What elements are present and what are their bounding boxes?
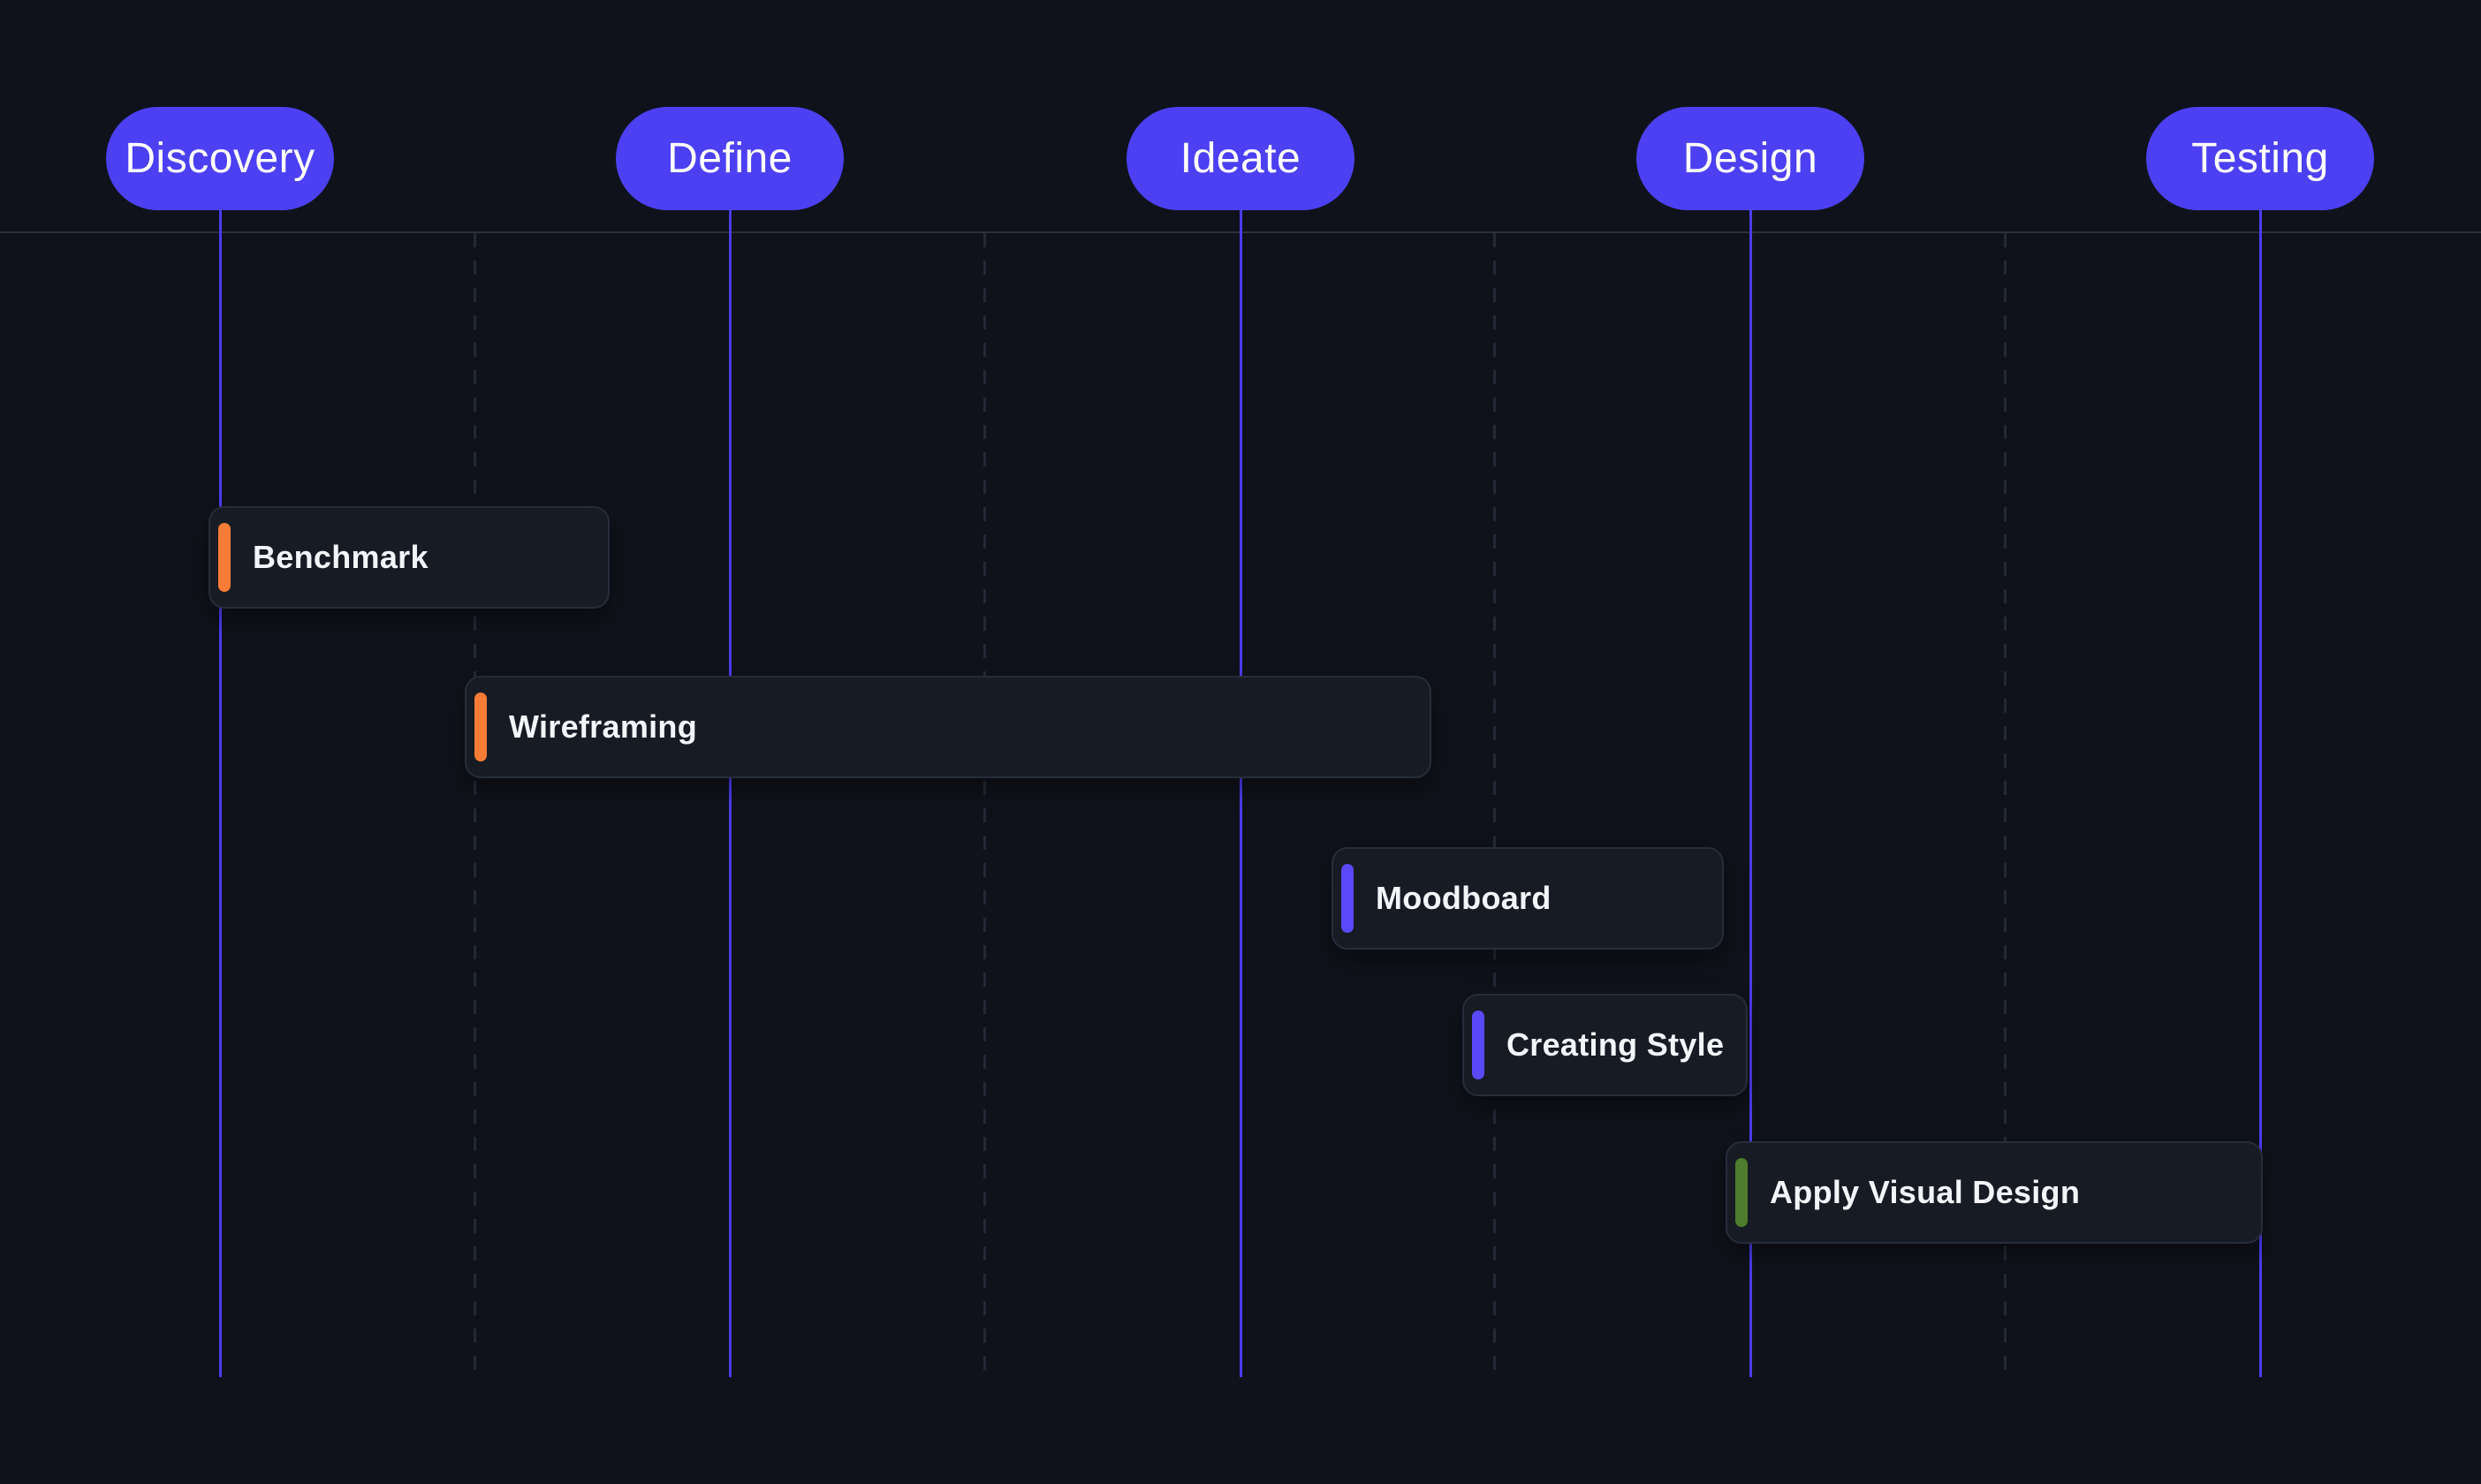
phase-line-design xyxy=(1749,210,1752,1377)
task-label: Creating Style xyxy=(1506,1026,1725,1063)
phase-line-discovery xyxy=(218,210,222,1377)
phase-line-define xyxy=(728,210,732,1377)
task-card-benchmark[interactable]: Benchmark xyxy=(209,506,610,609)
lane-divider-dashed xyxy=(473,233,476,1376)
phase-label: Discovery xyxy=(125,135,315,182)
phase-line-testing xyxy=(2258,210,2262,1377)
task-accent-bar xyxy=(1735,1158,1748,1227)
task-accent-bar xyxy=(1341,864,1354,933)
task-card-wireframing[interactable]: Wireframing xyxy=(465,676,1431,778)
task-label: Benchmark xyxy=(253,539,429,575)
task-card-creating-style[interactable]: Creating Style xyxy=(1462,994,1748,1096)
task-label: Moodboard xyxy=(1376,880,1552,916)
task-label: Apply Visual Design xyxy=(1770,1174,2081,1210)
phase-label: Testing xyxy=(2191,135,2329,182)
task-card-moodboard[interactable]: Moodboard xyxy=(1332,847,1724,950)
phase-label: Design xyxy=(1682,135,1818,182)
phase-pill-testing[interactable]: Testing xyxy=(2146,107,2374,210)
phase-label: Ideate xyxy=(1180,135,1301,182)
task-accent-bar xyxy=(1472,1011,1484,1079)
phase-line-ideate xyxy=(1239,210,1242,1377)
phase-pill-design[interactable]: Design xyxy=(1636,107,1864,210)
task-accent-bar xyxy=(474,693,487,761)
task-label: Wireframing xyxy=(509,708,698,745)
phase-pill-ideate[interactable]: Ideate xyxy=(1127,107,1354,210)
lane-divider-dashed xyxy=(983,233,986,1376)
lane-divider-dashed xyxy=(2003,233,2007,1376)
task-card-apply-visual-design[interactable]: Apply Visual Design xyxy=(1726,1141,2263,1244)
phase-label: Define xyxy=(667,135,793,182)
phase-pill-define[interactable]: Define xyxy=(616,107,844,210)
task-accent-bar xyxy=(218,523,231,592)
phase-pill-discovery[interactable]: Discovery xyxy=(106,107,334,210)
lane-divider-dashed xyxy=(1492,233,1496,1376)
